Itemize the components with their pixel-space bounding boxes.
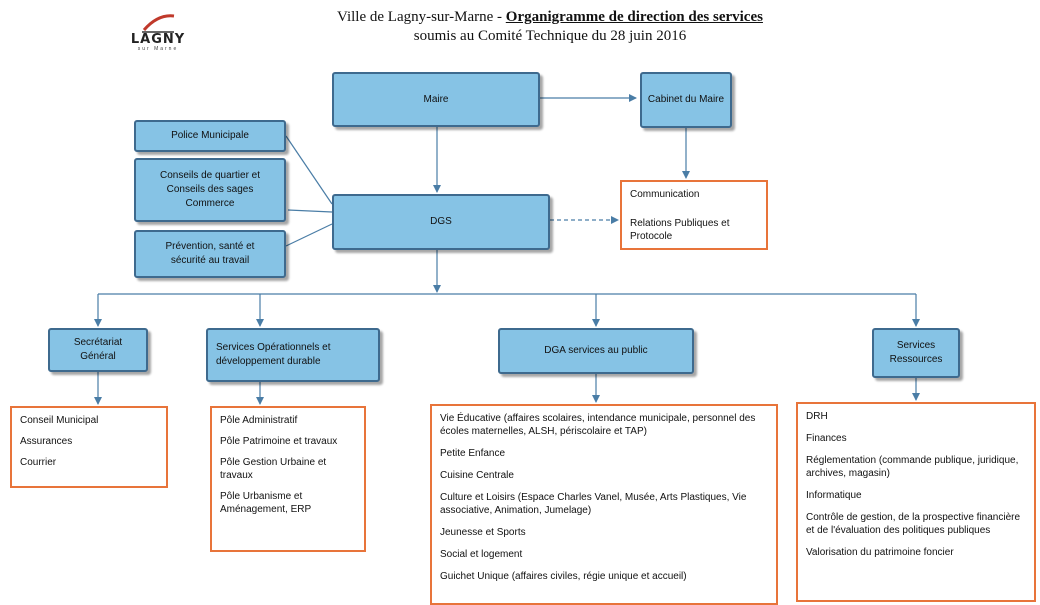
title-main: Organigramme de direction des services — [505, 9, 763, 25]
node-prevention: Prévention, santé et sécurité au travail — [134, 230, 286, 278]
secretariat-item: Assurances — [20, 436, 73, 447]
node-maire: Maire — [332, 72, 540, 127]
node-services-op: Services Opérationnels et développement … — [206, 328, 380, 382]
list-ressources: DRH Finances Réglementation (commande pu… — [796, 402, 1036, 602]
ressources-item: Contrôle de gestion, de la prospective f… — [806, 512, 1021, 536]
node-conseils-label: Conseils de quartier et Conseils des sag… — [159, 170, 261, 209]
node-dgs: DGS — [332, 194, 550, 250]
node-services-op-label: Services Opérationnels et développement … — [216, 342, 331, 367]
node-conseils: Conseils de quartier et Conseils des sag… — [134, 158, 286, 222]
communication-item: Communication — [630, 189, 700, 200]
node-police-label: Police Municipale — [171, 130, 249, 141]
node-secretariat-label: Secrétariat Général — [73, 337, 123, 362]
dga-item: Culture et Loisirs (Espace Charles Vanel… — [440, 492, 747, 516]
dga-item: Vie Éducative (affaires scolaires, inten… — [440, 413, 756, 437]
title-prefix: Ville de Lagny-sur-Marne - — [337, 9, 506, 25]
node-police: Police Municipale — [134, 120, 286, 152]
logo-text: LAGNY — [130, 32, 186, 47]
node-maire-label: Maire — [423, 93, 449, 105]
services-op-item: Pôle Patrimoine et travaux — [220, 436, 338, 447]
communication-item: Relations Publiques et Protocole — [630, 218, 730, 242]
list-communication: Communication Relations Publiques et Pro… — [620, 180, 768, 250]
ressources-item: Valorisation du patrimoine foncier — [806, 547, 954, 558]
services-op-item: Pôle Administratif — [220, 415, 298, 426]
dga-item: Petite Enfance — [440, 448, 506, 459]
dga-item: Social et logement — [440, 549, 523, 560]
edge-dgs-conseils — [287, 209, 333, 213]
node-dga: DGA services au public — [498, 328, 694, 374]
page-title: Ville de Lagny-sur-Marne - Organigramme … — [230, 8, 870, 46]
dga-item: Guichet Unique (affaires civiles, régie … — [440, 571, 687, 582]
ressources-item: Réglementation (commande publique, jurid… — [806, 455, 1019, 479]
logo-subtext: sur Marne — [137, 46, 179, 52]
secretariat-item: Conseil Municipal — [20, 415, 99, 426]
list-secretariat: Conseil Municipal Assurances Courrier — [10, 406, 168, 488]
node-cabinet: Cabinet du Maire — [640, 72, 732, 128]
node-dga-label: DGA services au public — [544, 345, 648, 356]
services-op-item: Pôle Gestion Urbaine et travaux — [220, 457, 327, 481]
secretariat-item: Courrier — [20, 457, 57, 468]
dga-item: Cuisine Centrale — [440, 470, 514, 481]
page-subtitle: soumis au Comité Technique du 28 juin 20… — [413, 28, 687, 44]
node-cabinet-label: Cabinet du Maire — [647, 94, 725, 105]
node-ressources: Services Ressources — [872, 328, 960, 378]
node-secretariat: Secrétariat Général — [48, 328, 148, 372]
node-dgs-label: DGS — [430, 216, 452, 227]
ressources-item: Informatique — [806, 490, 862, 501]
logo-swoosh-icon — [142, 14, 175, 33]
edge-dgs-police — [285, 135, 333, 205]
lagny-logo: LAGNY sur Marne — [118, 12, 198, 52]
node-prevention-label: Prévention, santé et sécurité au travail — [165, 241, 255, 266]
list-services-op: Pôle Administratif Pôle Patrimoine et tr… — [210, 406, 366, 552]
edge-dgs-prevention — [285, 223, 333, 247]
dga-item: Jeunesse et Sports — [440, 527, 526, 538]
node-ressources-label: Services Ressources — [889, 340, 943, 365]
ressources-item: DRH — [806, 411, 828, 422]
list-dga: Vie Éducative (affaires scolaires, inten… — [430, 404, 778, 605]
ressources-item: Finances — [806, 433, 847, 444]
services-op-item: Pôle Urbanisme et Aménagement, ERP — [220, 491, 312, 515]
